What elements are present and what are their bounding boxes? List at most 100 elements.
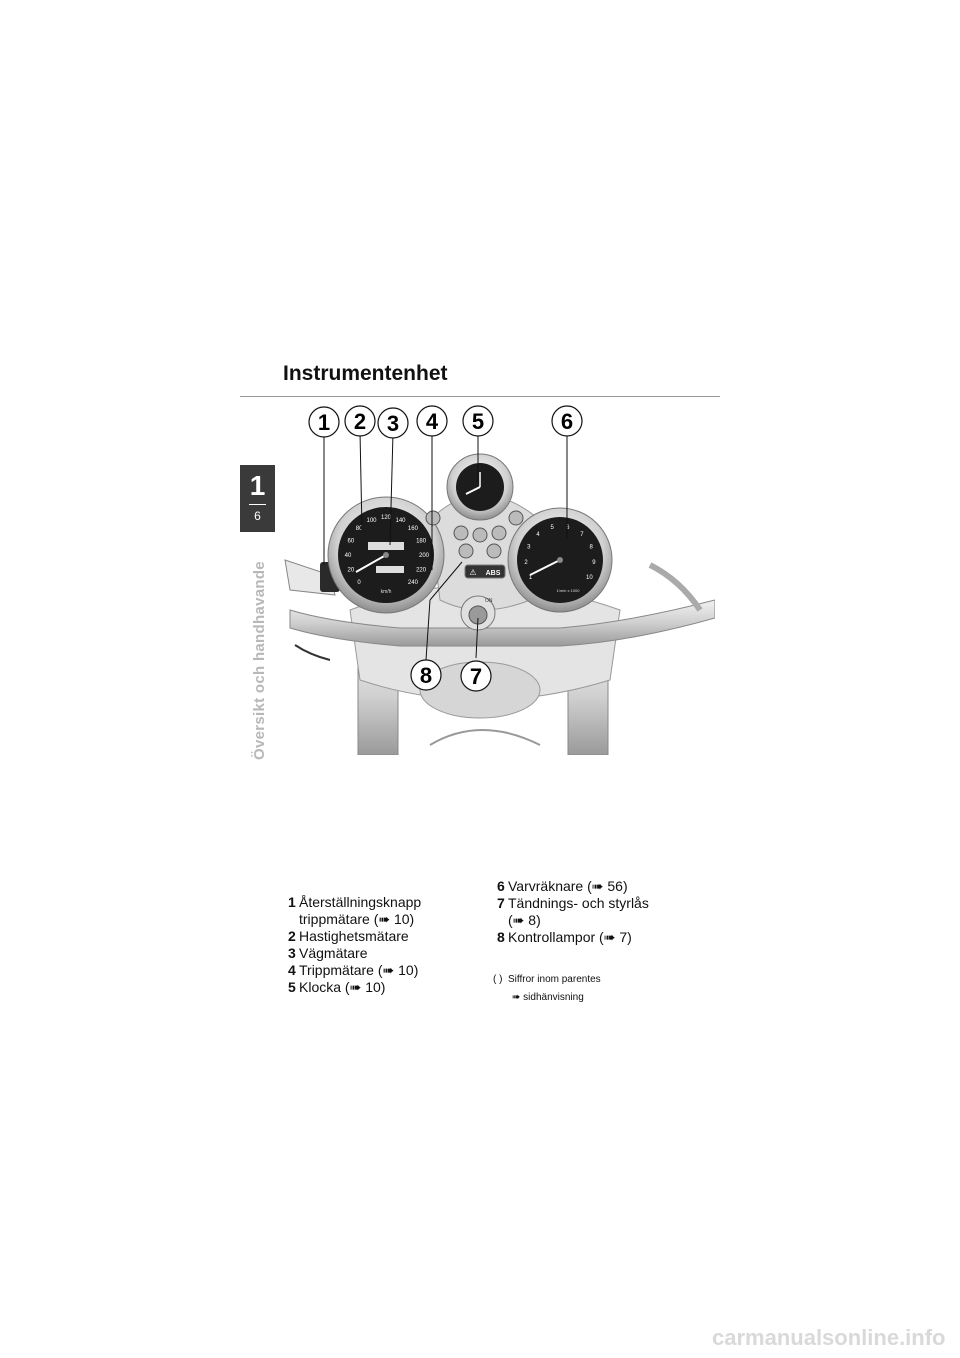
legend-number: 4 — [288, 962, 296, 978]
title-rule — [240, 396, 720, 397]
legend-text: Hastighetsmätare — [299, 928, 409, 944]
tacho-ticks-label: 8 — [590, 545, 594, 551]
indicator-lamps: ABS ⚠ — [425, 510, 524, 579]
speedo-ticks-label: 200 — [419, 553, 430, 559]
callout-5: 5 — [472, 409, 484, 434]
legend-text: Återställningsknapp — [299, 894, 422, 910]
callout-5-circle — [462, 405, 494, 437]
speedo-ticks-label: 100 — [366, 518, 377, 524]
page-title: Instrumentenhet — [283, 362, 448, 385]
callout-3-circle — [377, 407, 409, 439]
svg-text:ON: ON — [485, 598, 493, 604]
legend-number: 2 — [288, 928, 296, 944]
tachometer-needle — [529, 559, 561, 576]
tachometer-tick-labels: 1 2 3 4 5 6 7 8 9 10 — [524, 525, 596, 581]
callout-7: 7 — [470, 664, 482, 689]
legend-number — [288, 911, 299, 928]
callout-6-circle — [551, 405, 583, 437]
speedo-ticks-label: 220 — [416, 568, 427, 574]
tacho-ticks-label: 3 — [527, 545, 531, 551]
note-prefix: ( ) — [493, 974, 503, 985]
tachometer-unit: 1/min x 1000 — [557, 588, 581, 593]
handlebar — [289, 599, 715, 647]
callout-2-circle — [344, 405, 376, 437]
callout-1-circle — [308, 406, 340, 438]
legend-text: Vägmätare — [299, 945, 368, 961]
legend-number: 6 — [497, 878, 505, 894]
speedo-ticks-label: 80 — [356, 526, 363, 532]
legend-text: trippmätare (➠ 10) — [299, 911, 415, 927]
chapter-tab: 1 6 — [240, 465, 275, 532]
speedo-ticks-label: 20 — [348, 568, 355, 574]
tacho-ticks-label: 9 — [592, 560, 596, 566]
tacho-ticks-label: 6 — [566, 525, 570, 531]
legend-text: Trippmätare (➠ 10) — [299, 962, 419, 978]
callout-6: 6 — [561, 409, 573, 434]
tacho-ticks-label: 10 — [586, 575, 593, 581]
chapter-divider — [249, 504, 266, 505]
speedo-ticks-label: 120 — [381, 515, 392, 521]
speedo-ticks-label: 0 — [357, 580, 361, 586]
tacho-ticks-label: 2 — [524, 560, 528, 566]
note-line-1: ( ) Siffror inom parentes — [493, 971, 601, 989]
odometer — [368, 542, 404, 550]
legend-item: trippmätare (➠ 10) — [288, 911, 421, 928]
legend-text: Varvräknare (➠ 56) — [508, 878, 628, 894]
side-chapter-title: Översikt och handhavande — [251, 561, 268, 760]
speedo-ticks-label: 140 — [395, 518, 406, 524]
tacho-ticks-label: 4 — [536, 532, 540, 538]
speedo-ticks-label: 60 — [348, 539, 355, 545]
callout-4-circle — [416, 405, 448, 437]
legend-number: 3 — [288, 945, 296, 961]
speedo-ticks-label: 40 — [345, 553, 352, 559]
callout-2: 2 — [354, 409, 366, 434]
callout-8: 8 — [420, 663, 432, 688]
legend-text: (➠ 8) — [508, 912, 541, 928]
legend-number: 8 — [497, 929, 505, 945]
tacho-ticks-label: 1 — [529, 575, 533, 581]
speedo-ticks-label: 160 — [408, 526, 419, 532]
legend-number: 1 — [288, 894, 296, 910]
legend-number: 7 — [497, 895, 505, 911]
reference-note: ( ) Siffror inom parentes ➠ sidhänvisnin… — [493, 971, 601, 1007]
speedo-ticks-label: 180 — [416, 539, 427, 545]
callout-1: 1 — [318, 410, 330, 435]
speedo-ticks-label: 240 — [408, 580, 419, 586]
note-text: Siffror inom parentes — [508, 974, 601, 985]
page-number: 6 — [254, 509, 261, 523]
tripmeter — [376, 566, 404, 573]
svg-text:⚠: ⚠ — [469, 568, 476, 577]
legend-text: Klocka (➠ 10) — [299, 979, 386, 995]
callout-7-circle — [460, 660, 492, 692]
legend-number — [497, 912, 508, 929]
callout-8-circle — [410, 659, 442, 691]
legend-number: 5 — [288, 979, 296, 995]
svg-text:ABS: ABS — [486, 570, 501, 577]
tacho-ticks-label: 7 — [580, 532, 584, 538]
legend-item: (➠ 8) — [497, 912, 649, 929]
tacho-ticks-label: 5 — [551, 525, 555, 531]
chapter-number: 1 — [249, 470, 266, 501]
callout-4: 4 — [426, 409, 439, 434]
legend-text: Tändnings- och styrlås — [508, 895, 649, 911]
leader-lines — [323, 431, 568, 661]
speedometer-needle — [355, 554, 387, 573]
note-line-2: ➠ sidhänvisning — [512, 992, 584, 1003]
speedometer-unit: km/h — [381, 589, 392, 595]
legend-text: Kontrollampor (➠ 7) — [508, 929, 632, 945]
callout-3: 3 — [387, 411, 399, 436]
watermark: carmanualsonline.info — [712, 1325, 946, 1350]
